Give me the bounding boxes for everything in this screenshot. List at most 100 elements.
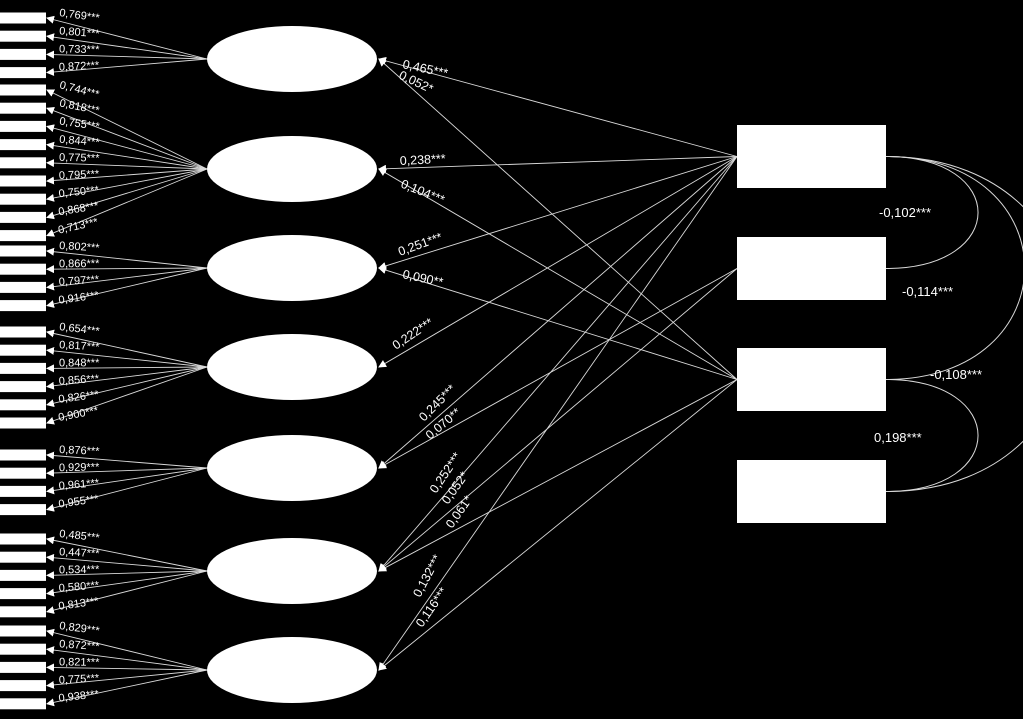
predictor-box	[737, 237, 886, 300]
loading-label: 0,821***	[59, 656, 100, 668]
shapes-layer	[0, 12, 886, 710]
predictor-box	[737, 348, 886, 411]
loading-arrow	[46, 366, 208, 408]
loading-label: 0,797***	[58, 274, 100, 289]
indicator-box	[0, 193, 46, 205]
loading-arrow	[46, 346, 208, 368]
loading-arrow	[46, 33, 208, 60]
loading-label: 0,866***	[59, 258, 100, 270]
loading-label: 0,876***	[59, 444, 101, 458]
latent-ellipse	[207, 26, 377, 92]
indicator-box	[0, 588, 46, 600]
loading-label: 0,856***	[58, 373, 100, 388]
indicator-box	[0, 48, 46, 60]
loading-arrow	[46, 159, 208, 170]
loading-label: 0,769***	[59, 7, 101, 25]
loading-label: 0,938***	[58, 688, 100, 705]
loading-arrow	[46, 329, 208, 368]
path-coefficient-label: 0,251***	[396, 230, 444, 259]
structural-path-arrow	[378, 156, 738, 671]
loading-label: 0,826***	[58, 389, 100, 406]
indicator-box	[0, 326, 46, 338]
loading-label: 0,955***	[58, 493, 100, 511]
loading-arrow	[46, 467, 208, 495]
lines-layer	[46, 15, 1023, 707]
indicator-box	[0, 551, 46, 563]
indicator-box	[0, 606, 46, 618]
indicator-box	[0, 569, 46, 581]
indicator-box	[0, 30, 46, 42]
covariance-label: -0,102***	[879, 205, 931, 220]
indicator-box	[0, 263, 46, 275]
loading-label: 0,900***	[57, 405, 100, 424]
loading-label: 0,485***	[59, 528, 101, 544]
structural-path-arrow	[378, 379, 738, 572]
loading-arrow	[46, 141, 208, 170]
loading-label: 0,848***	[59, 357, 100, 369]
loading-label: 0,447***	[59, 546, 101, 560]
latent-ellipse	[207, 136, 377, 202]
indicator-box	[0, 157, 46, 169]
predictor-box	[737, 460, 886, 523]
covariance-arc	[885, 156, 1023, 380]
loading-label: 0,868***	[58, 200, 100, 218]
loading-arrow	[46, 168, 208, 185]
indicator-box	[0, 417, 46, 429]
indicator-box	[0, 467, 46, 479]
indicator-box	[0, 300, 46, 312]
indicator-box	[0, 362, 46, 374]
indicator-box	[0, 102, 46, 114]
loading-arrow	[46, 89, 208, 170]
loading-arrow	[46, 50, 208, 60]
loading-label: 0,818***	[58, 97, 101, 117]
loading-arrow	[46, 106, 208, 170]
indicator-box	[0, 12, 46, 24]
structural-path-arrow	[378, 266, 738, 380]
loading-label: 0,872***	[59, 638, 101, 653]
loading-arrow	[46, 265, 208, 274]
indicator-box	[0, 485, 46, 497]
loading-label: 0,829***	[59, 620, 101, 637]
indicator-box	[0, 449, 46, 461]
structural-path-arrow	[378, 156, 738, 572]
loading-label: 0,801***	[59, 25, 101, 40]
covariance-label: 0,198***	[874, 430, 922, 445]
predictor-box	[737, 125, 886, 188]
indicator-box	[0, 67, 46, 79]
loading-arrow	[46, 168, 208, 237]
latent-ellipse	[207, 235, 377, 301]
indicator-box	[0, 399, 46, 411]
loading-label: 0,817***	[59, 339, 101, 353]
loading-arrow	[46, 570, 208, 597]
structural-path-arrow	[378, 56, 738, 157]
covariance-label: -0,114***	[902, 284, 953, 299]
indicator-box	[0, 504, 46, 516]
loading-arrow	[46, 669, 208, 689]
structural-path-arrow	[378, 156, 738, 368]
indicator-box	[0, 84, 46, 96]
latent-ellipse	[207, 435, 377, 501]
loading-arrow	[46, 168, 208, 220]
loading-arrow	[46, 467, 208, 512]
structural-path-arrow	[378, 268, 738, 572]
path-coefficient-label: 0,104***	[399, 177, 447, 207]
loading-label: 0,961***	[58, 477, 100, 492]
loading-arrow	[46, 168, 208, 202]
indicator-box	[0, 698, 46, 710]
latent-ellipse	[207, 538, 377, 604]
loading-label: 0,775***	[59, 672, 101, 686]
loading-arrow	[46, 124, 208, 170]
indicator-box	[0, 281, 46, 293]
loading-arrow	[46, 570, 208, 580]
loading-arrow	[46, 663, 208, 672]
path-coefficient-label: 0,238***	[399, 152, 446, 168]
loading-label: 0,534***	[59, 564, 100, 577]
structural-path-arrow	[378, 268, 738, 469]
covariance-arc	[885, 156, 1023, 492]
structural-path-arrow	[378, 156, 738, 173]
loading-arrow	[46, 366, 208, 390]
loading-arrow	[46, 366, 208, 425]
latent-ellipse	[207, 637, 377, 703]
structural-path-arrow	[378, 168, 738, 380]
